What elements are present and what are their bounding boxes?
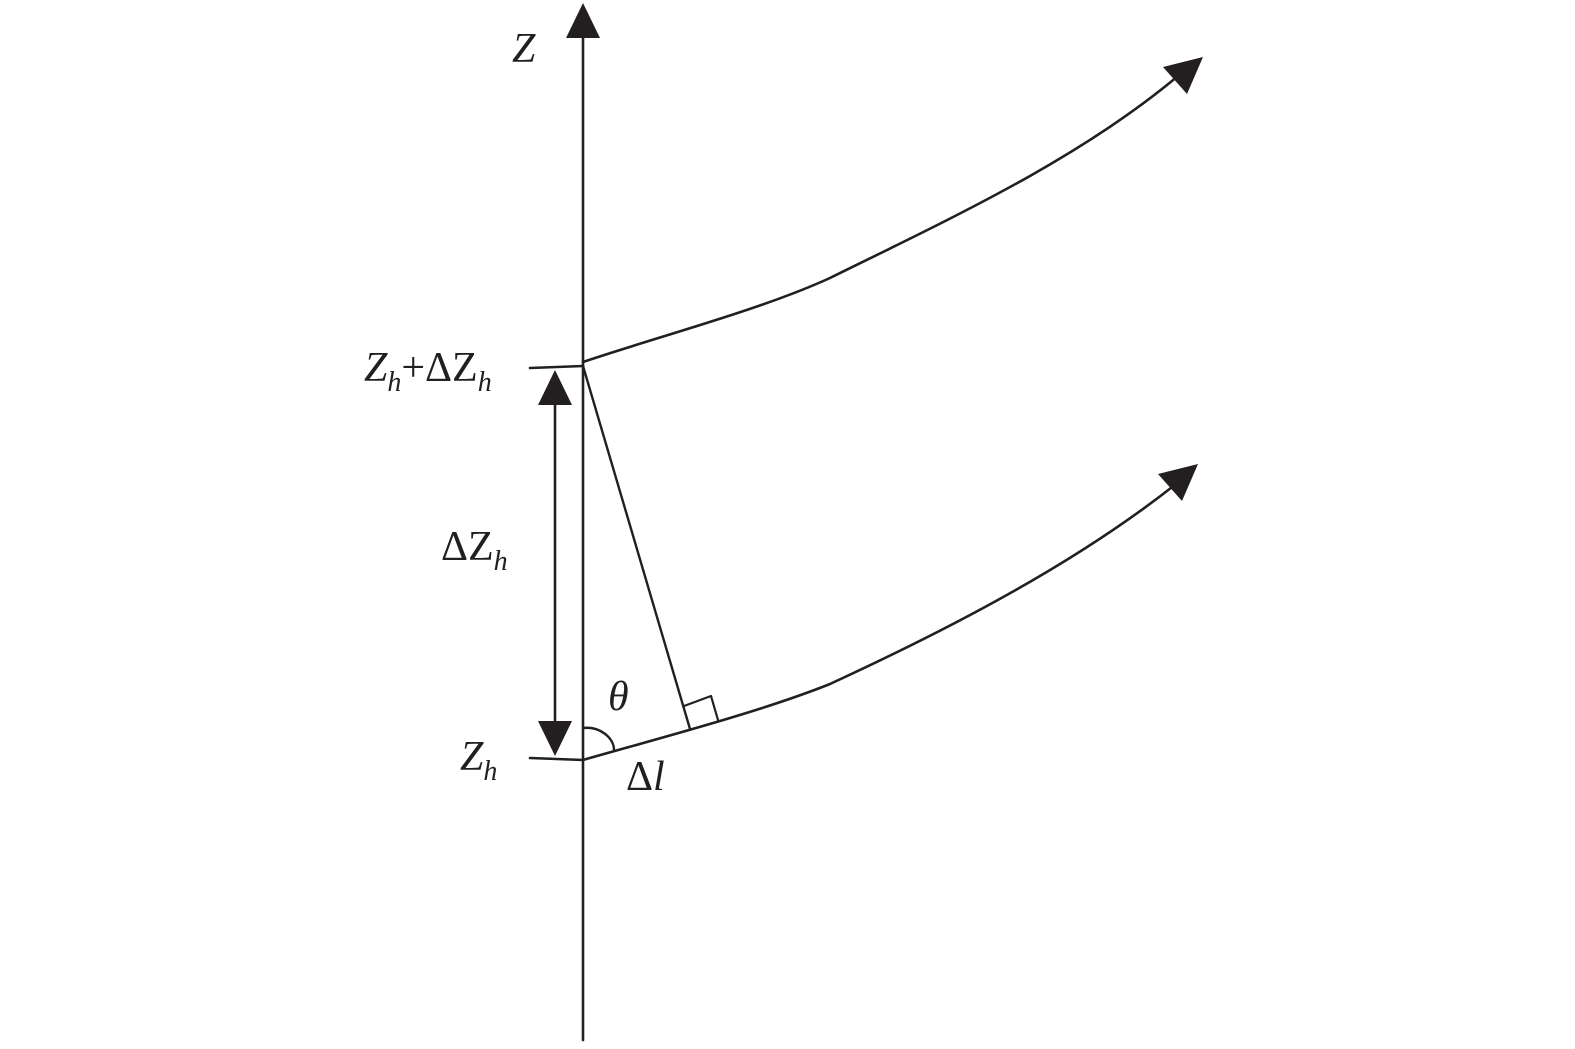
z-axis-arrowhead <box>566 3 600 38</box>
delta-z-arrowhead-up <box>538 370 572 405</box>
delta-l-label: Δl <box>626 754 665 800</box>
delta-z-label: ΔZh <box>441 524 508 577</box>
perpendicular-segment <box>581 364 692 731</box>
right-angle-marker <box>682 694 720 722</box>
lower-ray-arrowhead <box>1158 464 1198 501</box>
lower-ray-curve <box>581 482 1178 762</box>
lower-level-label: Zh <box>460 734 497 787</box>
upper-level-label: Zh+ΔZh <box>364 345 492 398</box>
delta-z-arrowhead-down <box>538 721 572 756</box>
lower-level-tick <box>528 756 585 762</box>
z-axis-label: Z <box>512 26 536 72</box>
theta-label: θ <box>608 674 629 720</box>
upper-ray-arrowhead <box>1163 57 1203 94</box>
upper-level-tick <box>528 364 585 370</box>
theta-angle-arc <box>581 726 616 752</box>
upper-ray-curve <box>581 74 1180 364</box>
